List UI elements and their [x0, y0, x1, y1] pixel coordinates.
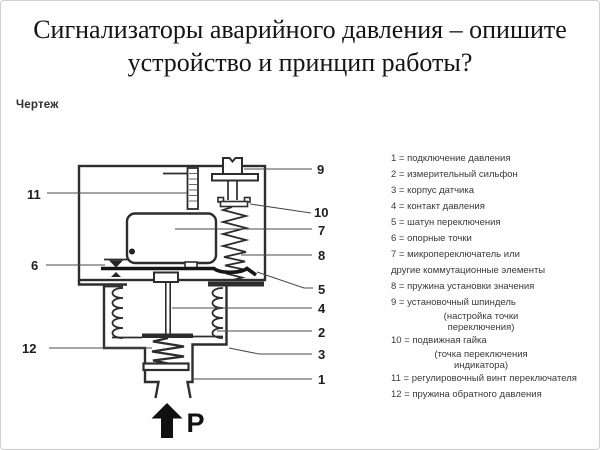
pressure-symbol: P: [187, 408, 205, 438]
setting-spindle: [211, 157, 259, 200]
switching-lever: [101, 266, 258, 277]
adjusting-screw: [163, 167, 199, 210]
legend-item: 7 = микропереключатель или: [391, 249, 520, 260]
drawing-label: Чертеж: [16, 99, 59, 111]
microswitch: [125, 212, 218, 269]
pressure-arrow: P: [151, 403, 205, 438]
page-title: Сигнализаторы аварийного давления – опиш…: [19, 13, 581, 79]
callout-12: 12: [22, 341, 36, 356]
legend-item-continuation: другие коммутационные элементы: [391, 265, 546, 276]
callout-9: 9: [317, 162, 324, 177]
callout-10: 10: [314, 205, 328, 220]
legend-item-note: (точка переключения: [434, 349, 528, 360]
up-arrow-icon: [151, 403, 183, 438]
legend-item: 11 = регулировочный винт переключателя: [391, 373, 577, 384]
back-pressure-spring: [151, 336, 185, 365]
support-points: [104, 258, 128, 277]
legend-item: 10 = подвижная гайка: [391, 335, 487, 346]
callout-2: 2: [318, 325, 325, 340]
legend-item: 1 = подключение давления: [391, 153, 511, 164]
callout-numbers: 9 10 7 8 5 4 2 3 1 11 6 12: [22, 162, 328, 387]
legend-item: 5 = шатун переключения: [391, 217, 501, 228]
microswitch-pin: [129, 248, 135, 255]
callout-11: 11: [27, 187, 41, 202]
legend-item: 3 = корпус датчика: [391, 185, 474, 196]
legend-item: 6 = опорные точки: [391, 233, 472, 244]
legend-item-note: переключения): [447, 322, 515, 333]
page-title-line2: устройство и принцип работы?: [127, 48, 473, 77]
legend-item: 2 = измерительный сильфон: [391, 169, 518, 180]
legend-item-note: (настройка точки: [443, 311, 519, 322]
callout-4: 4: [318, 301, 326, 316]
callout-5: 5: [318, 282, 325, 297]
callout-6: 6: [31, 258, 38, 273]
pressure-contact-rod: [153, 271, 179, 334]
page-title-line1: Сигнализаторы аварийного давления – опиш…: [33, 15, 567, 44]
callout-8: 8: [318, 248, 325, 263]
legend-item: 8 = пружина установки значения: [391, 281, 535, 292]
callout-3: 3: [318, 347, 325, 362]
measuring-bellows: [104, 285, 224, 339]
legend-item: 4 = контакт давления: [391, 201, 485, 212]
movable-nut: [217, 196, 251, 208]
legend-item: 9 = установочный шпиндель: [391, 297, 516, 308]
callout-leader-lines: [46, 168, 313, 380]
spring-seat-plate: [142, 362, 190, 372]
legend-item: 12 = пружина обратного давления: [391, 389, 542, 400]
callout-7: 7: [318, 223, 325, 238]
legend: 1 = подключение давления 2 = измерительны…: [391, 151, 597, 403]
callout-1: 1: [318, 372, 325, 387]
legend-item-note: индикатора): [453, 360, 509, 371]
